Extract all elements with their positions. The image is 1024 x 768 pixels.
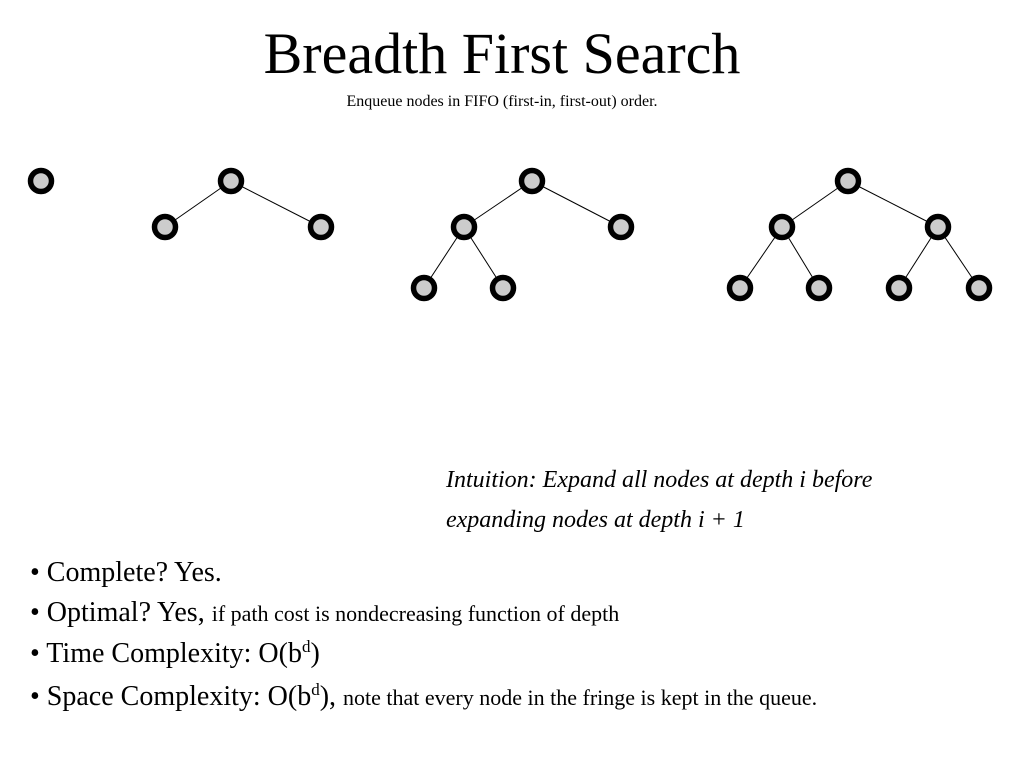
tree-edge — [531, 180, 622, 228]
intuition-text: Intuition: Expand all nodes at depth i b… — [446, 460, 1006, 540]
tree-node — [768, 213, 796, 241]
tree-edge — [781, 180, 849, 228]
tree-node — [885, 274, 913, 302]
slide-title: Breadth First Search — [263, 21, 741, 86]
tree-stage-1 — [27, 167, 55, 195]
tree-edge — [847, 180, 939, 228]
bullet-time-exponent: d — [301, 637, 311, 656]
bullet-space-text: • Space Complexity: O(b — [30, 681, 312, 712]
bullet-optimal-note: if path cost is nondecreasing function o… — [211, 601, 620, 626]
bullet-complete: • Complete? Yes. — [30, 553, 1010, 593]
bullet-optimal-text: • Optimal? Yes, — [30, 597, 212, 628]
tree-stage-3 — [410, 167, 635, 302]
bullet-space-close: ), — [319, 681, 344, 712]
tree-node — [27, 167, 55, 195]
tree-node — [307, 213, 335, 241]
bullet-space-exponent: d — [311, 680, 320, 699]
tree-node — [489, 274, 517, 302]
tree-node — [965, 274, 993, 302]
tree-stage-4 — [726, 167, 993, 302]
bullet-time-close: ) — [310, 638, 320, 669]
slide-subtitle: Enqueue nodes in FIFO (first-in, first-o… — [346, 93, 658, 110]
tree-edge — [230, 180, 322, 228]
intuition-line-1: Intuition: Expand all nodes at depth i b… — [446, 467, 873, 493]
tree-node — [607, 213, 635, 241]
tree-node — [805, 274, 833, 302]
bullet-time: • Time Complexity: O(bd) — [30, 634, 1010, 677]
bfs-tree-diagram — [27, 167, 993, 302]
tree-stage-2 — [151, 167, 335, 241]
bullet-space: • Space Complexity: O(bd), note that eve… — [30, 677, 1010, 720]
tree-node — [450, 213, 478, 241]
properties-list: • Complete? Yes. • Optimal? Yes, if path… — [30, 553, 1010, 720]
bullet-optimal: • Optimal? Yes, if path cost is nondecre… — [30, 593, 1010, 634]
bullet-space-note: note that every node in the fringe is ke… — [343, 685, 818, 710]
bullet-complete-text: • Complete? Yes. — [30, 557, 222, 588]
tree-node — [151, 213, 179, 241]
tree-node — [834, 167, 862, 195]
bullet-time-text: • Time Complexity: O(b — [30, 638, 302, 669]
tree-node — [217, 167, 245, 195]
tree-node — [924, 213, 952, 241]
tree-edge — [463, 180, 533, 228]
tree-node — [726, 274, 754, 302]
tree-node — [410, 274, 438, 302]
tree-edge — [164, 180, 232, 228]
tree-node — [518, 167, 546, 195]
intuition-line-2: expanding nodes at depth i + 1 — [446, 507, 745, 533]
